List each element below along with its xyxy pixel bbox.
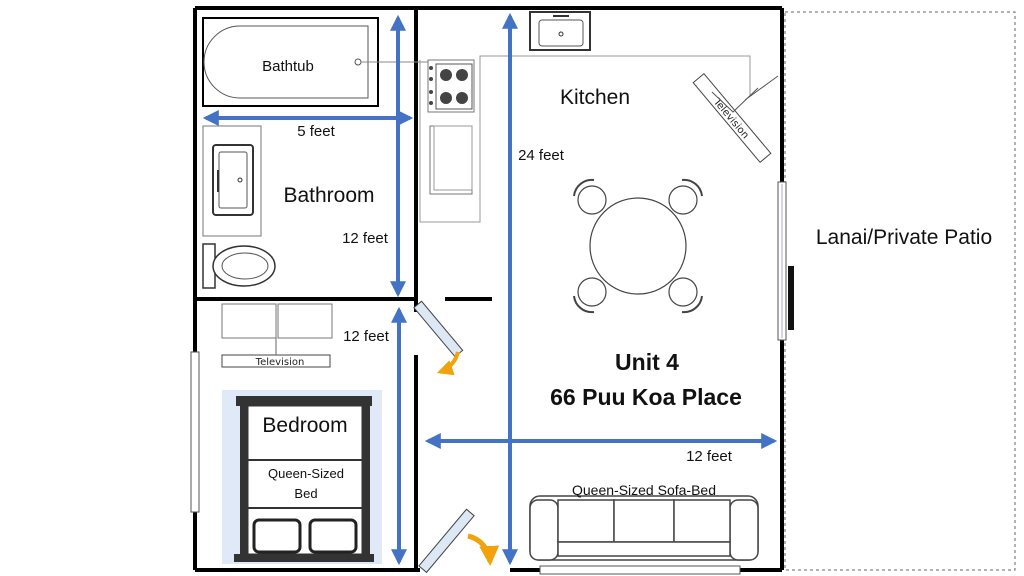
bed-label-line1: Queen-Sized	[268, 466, 344, 481]
entry-door	[418, 508, 500, 574]
living-window	[539, 565, 741, 575]
sofa-bed-label: Queen-Sized Sofa-Bed	[572, 482, 716, 498]
bath-height-label: 12 feet	[342, 230, 389, 247]
bedroom-television-label: Television	[255, 357, 305, 368]
kitchen-television: Television	[692, 72, 772, 164]
interior-walls	[195, 8, 492, 570]
stove	[427, 59, 475, 113]
bedroom-label: Bedroom	[262, 414, 347, 437]
refrigerator	[429, 125, 473, 195]
dimension-arrows	[202, 12, 778, 566]
kitchen-counter	[419, 55, 751, 223]
bedroom-window	[190, 351, 200, 513]
patio-door-frame	[788, 266, 794, 330]
bathtub-label: Bathtub	[262, 58, 314, 75]
bathtub	[202, 17, 432, 107]
bedroom-tv-cabinet	[221, 303, 333, 368]
patio-boundary	[784, 11, 1016, 571]
bed-label-line2: Bed	[294, 486, 317, 501]
toilet	[202, 243, 276, 289]
patio-label: Lanai/Private Patio	[816, 226, 992, 249]
unit-address: 66 Puu Koa Place	[550, 384, 742, 410]
bathroom-sink	[202, 125, 262, 237]
bath-width-label: 5 feet	[297, 123, 335, 140]
dining-set	[573, 178, 703, 314]
unit-name: Unit 4	[615, 349, 679, 375]
bathroom-label: Bathroom	[283, 184, 374, 207]
unit-height-label: 24 feet	[518, 147, 565, 164]
sofa-bed	[529, 495, 759, 561]
kitchen-television-label: Television	[710, 96, 750, 141]
kitchen-sink	[529, 11, 591, 51]
queen-bed	[222, 390, 382, 564]
living-width-label: 12 feet	[686, 448, 733, 465]
kitchen-label: Kitchen	[560, 86, 630, 109]
bedroom-door	[413, 300, 464, 376]
bedroom-height-label: 12 feet	[343, 328, 390, 345]
